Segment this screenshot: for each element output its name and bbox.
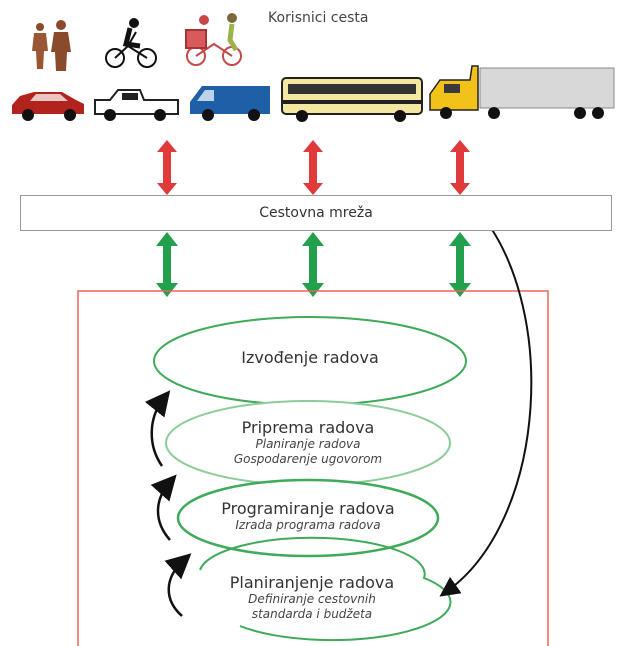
road-users-title: Korisnici cesta [268,10,369,26]
stage-execution: Izvođenje radova [160,348,460,367]
stage-ellipse-planning [199,536,452,642]
stage-preparation-line-2: Gospodarenje ugovorom [233,452,383,466]
stage-planning-line-2: standarda i budžeta [251,607,373,621]
red-double-arrow-left [157,140,177,195]
management-frame [77,290,549,646]
cyclist-icon [105,18,157,68]
red-double-arrow-right [450,140,470,195]
red-double-arrow-center [303,140,323,195]
car-icon [12,92,84,121]
bus-icon [281,77,423,122]
stage-programming-title: Programiranje radova [221,499,395,518]
rickshaw-icon [185,13,242,66]
stage-ellipse-programming [176,478,440,558]
cycle-arrow-lower [164,553,192,617]
stage-programming: Programiranje radova Izrada programa rad… [158,499,458,533]
cycle-arrow-middle [150,474,177,541]
stage-planning-line-1: Definiranje cestovnih [248,592,376,606]
stage-programming-line-1: Izrada programa radova [235,518,381,532]
stage-preparation-line-1: Planiranje radova [255,437,361,451]
road-network-bar: Cestovna mreža [20,195,612,231]
stage-preparation-title: Priprema radova [241,418,375,437]
cycle-arrow-upper [144,390,171,467]
road-network-label: Cestovna mreža [259,205,373,221]
stage-execution-title: Izvođenje radova [241,348,379,367]
pedestrian-icon [32,20,71,71]
green-double-arrow-left [156,232,178,297]
stage-planning-title: Planiranjenje radova [229,573,395,592]
green-double-arrow-right [449,232,471,297]
stage-planning: Planiranjenje radova Definiranje cestovn… [162,573,462,622]
van-icon [190,86,270,121]
feedback-arrow [439,205,533,597]
pickup-truck-icon [94,89,179,121]
stage-preparation: Priprema radova Planiranje radova Gospod… [158,418,458,467]
semi-truck-icon [429,65,615,119]
green-double-arrow-center [302,232,324,297]
